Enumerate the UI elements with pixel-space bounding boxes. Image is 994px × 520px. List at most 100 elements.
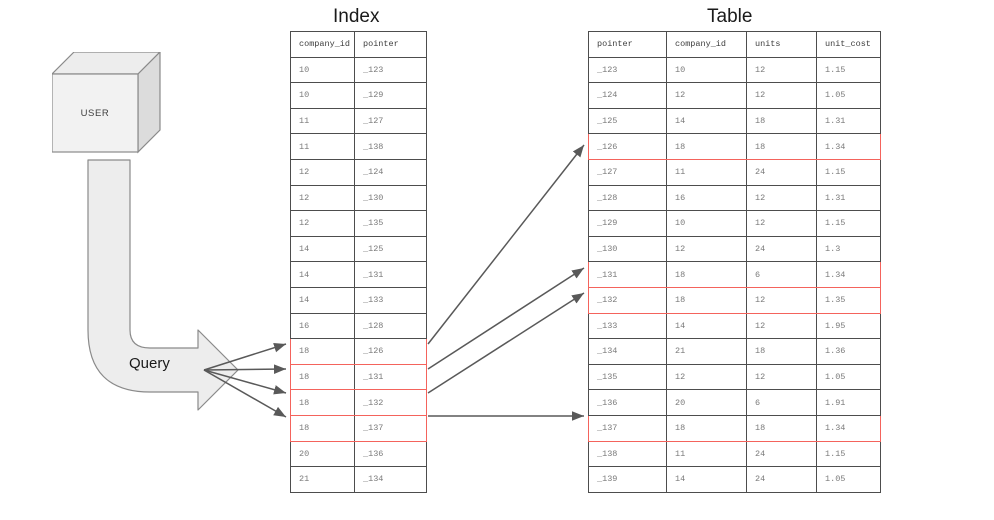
index-row[interactable]: 11_138	[290, 133, 427, 160]
index-cell-pointer: _131	[354, 363, 427, 391]
table-cell-company_id: 18	[666, 414, 747, 442]
table-cell-units: 12	[746, 210, 817, 237]
index-to-table-arrow-132	[427, 292, 585, 394]
query-label: Query	[129, 355, 170, 372]
table-cell-company_id: 14	[666, 466, 747, 493]
table-cell-company_id: 10	[666, 56, 747, 84]
table-cell-unit_cost: 1.05	[816, 363, 881, 391]
index-row[interactable]: 21_134	[290, 466, 427, 493]
index-cell-company_id: 18	[290, 389, 355, 416]
index-row[interactable]: 18_131	[290, 363, 427, 391]
table-cell-unit_cost: 1.15	[816, 440, 881, 468]
table-cell-pointer: _132	[588, 286, 667, 314]
index-cell-company_id: 12	[290, 158, 355, 186]
table-cell-company_id: 16	[666, 184, 747, 212]
index-row[interactable]: 18_126	[290, 338, 427, 365]
table-cell-units: 12	[746, 286, 817, 314]
table-cell-units: 6	[746, 389, 817, 416]
index-cell-company_id: 11	[290, 107, 355, 135]
table-cell-unit_cost: 1.95	[816, 312, 881, 340]
index-cell-pointer: _136	[354, 440, 427, 468]
table-cell-unit_cost: 1.36	[816, 338, 881, 365]
index-row[interactable]: 12_135	[290, 210, 427, 237]
index-row[interactable]: 12_130	[290, 184, 427, 212]
table-cell-pointer: _125	[588, 107, 667, 135]
table-cell-company_id: 10	[666, 210, 747, 237]
index-row[interactable]: 10_129	[290, 82, 427, 109]
user-actor: USER	[52, 52, 177, 162]
index-to-table-arrow-131	[427, 267, 585, 370]
table-cell-unit_cost: 1.05	[816, 466, 881, 493]
index-row[interactable]: 14_133	[290, 286, 427, 314]
table-cell-units: 24	[746, 158, 817, 186]
table-cell-units: 24	[746, 466, 817, 493]
index-cell-pointer: _127	[354, 107, 427, 135]
table-cell-pointer: _133	[588, 312, 667, 340]
index-cell-pointer: _125	[354, 235, 427, 263]
index-cell-pointer: _124	[354, 158, 427, 186]
table-cell-unit_cost: 1.34	[816, 133, 881, 160]
table-cell-company_id: 18	[666, 133, 747, 160]
index-cell-company_id: 10	[290, 82, 355, 109]
query-to-index-arrow-1	[203, 343, 287, 371]
index-row[interactable]: 18_137	[290, 414, 427, 442]
index-cell-pointer: _126	[354, 338, 427, 365]
index-row[interactable]: 16_128	[290, 312, 427, 340]
index-row[interactable]: 20_136	[290, 440, 427, 468]
index-cell-company_id: 21	[290, 466, 355, 493]
index-cell-company_id: 14	[290, 235, 355, 263]
table-cell-units: 12	[746, 363, 817, 391]
index-title: Index	[333, 6, 380, 27]
index-cell-company_id: 20	[290, 440, 355, 468]
index-cell-pointer: _123	[354, 56, 427, 84]
table-cell-pointer: _137	[588, 414, 667, 442]
index-to-table-arrow-126	[427, 144, 585, 345]
table-cell-company_id: 14	[666, 312, 747, 340]
table-cell-units: 6	[746, 261, 817, 288]
table-cell-pointer: _123	[588, 56, 667, 84]
table-cell-units: 18	[746, 133, 817, 160]
index-column-header-company_id: company_id	[290, 31, 355, 58]
table-cell-unit_cost: 1.91	[816, 389, 881, 416]
table-cell-unit_cost: 1.31	[816, 107, 881, 135]
table-cell-unit_cost: 1.3	[816, 235, 881, 263]
index-row[interactable]: 11_127	[290, 107, 427, 135]
index-row[interactable]: 12_124	[290, 158, 427, 186]
index-row[interactable]: 18_132	[290, 389, 427, 416]
table-cell-units: 12	[746, 56, 817, 84]
table-cell-unit_cost: 1.05	[816, 82, 881, 109]
table-cell-pointer: _134	[588, 338, 667, 365]
index-row[interactable]: 14_131	[290, 261, 427, 288]
table-cell-unit_cost: 1.31	[816, 184, 881, 212]
table-cell-units: 18	[746, 107, 817, 135]
index-row[interactable]: 10_123	[290, 56, 427, 84]
index-column-header-pointer: pointer	[354, 31, 427, 58]
index-row[interactable]: 14_125	[290, 235, 427, 263]
index-cell-pointer: _137	[354, 414, 427, 442]
table-cell-units: 18	[746, 414, 817, 442]
index-cell-pointer: _128	[354, 312, 427, 340]
cube-3d-shape	[52, 52, 161, 154]
table-cell-units: 18	[746, 338, 817, 365]
